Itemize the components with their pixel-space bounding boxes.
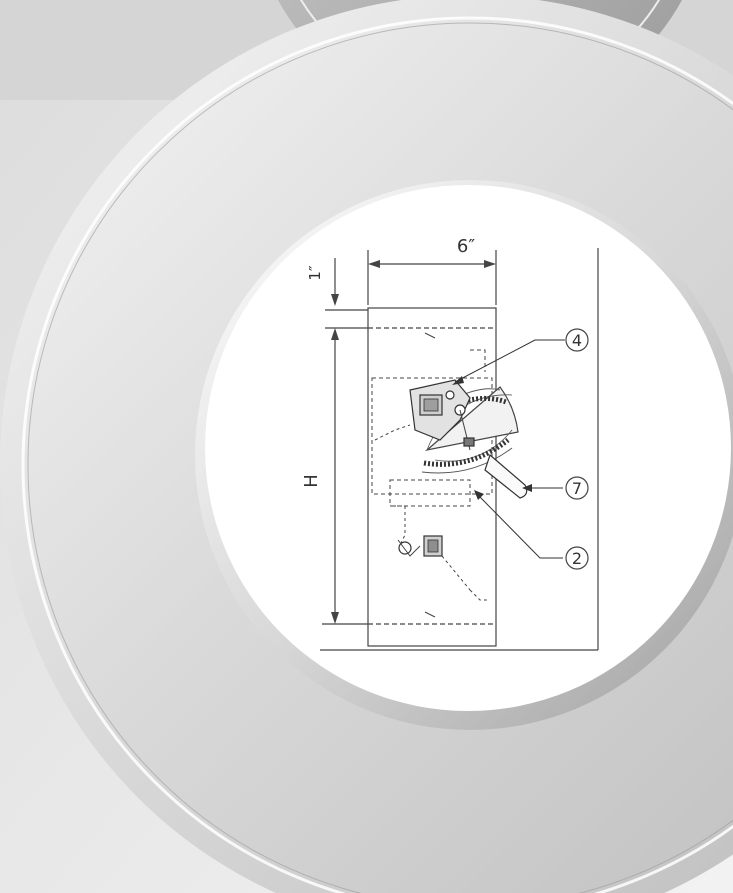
- callout-2-label: 2: [572, 549, 582, 568]
- height-dimension: [322, 328, 368, 625]
- callout-4: 4: [565, 328, 589, 352]
- width-dimension: [367, 250, 497, 305]
- callout-2: 2: [565, 546, 589, 570]
- callout-4-label: 4: [572, 331, 582, 350]
- leader-lines: [452, 339, 565, 559]
- callout-7: 7: [565, 476, 589, 500]
- lever-arm: [484, 453, 528, 499]
- height-dimension-label: H: [301, 474, 322, 488]
- technical-drawing: [320, 248, 599, 651]
- diagram-disc: [205, 185, 731, 711]
- top-offset-dimension-label: 1″: [306, 265, 324, 281]
- actuator-body: [409, 379, 475, 451]
- width-dimension-label: 6″: [457, 236, 475, 257]
- lower-components: [397, 535, 488, 601]
- callout-7-label: 7: [572, 479, 582, 498]
- lower-panel-dashed: [389, 479, 471, 507]
- top-offset-dimension: [325, 258, 368, 329]
